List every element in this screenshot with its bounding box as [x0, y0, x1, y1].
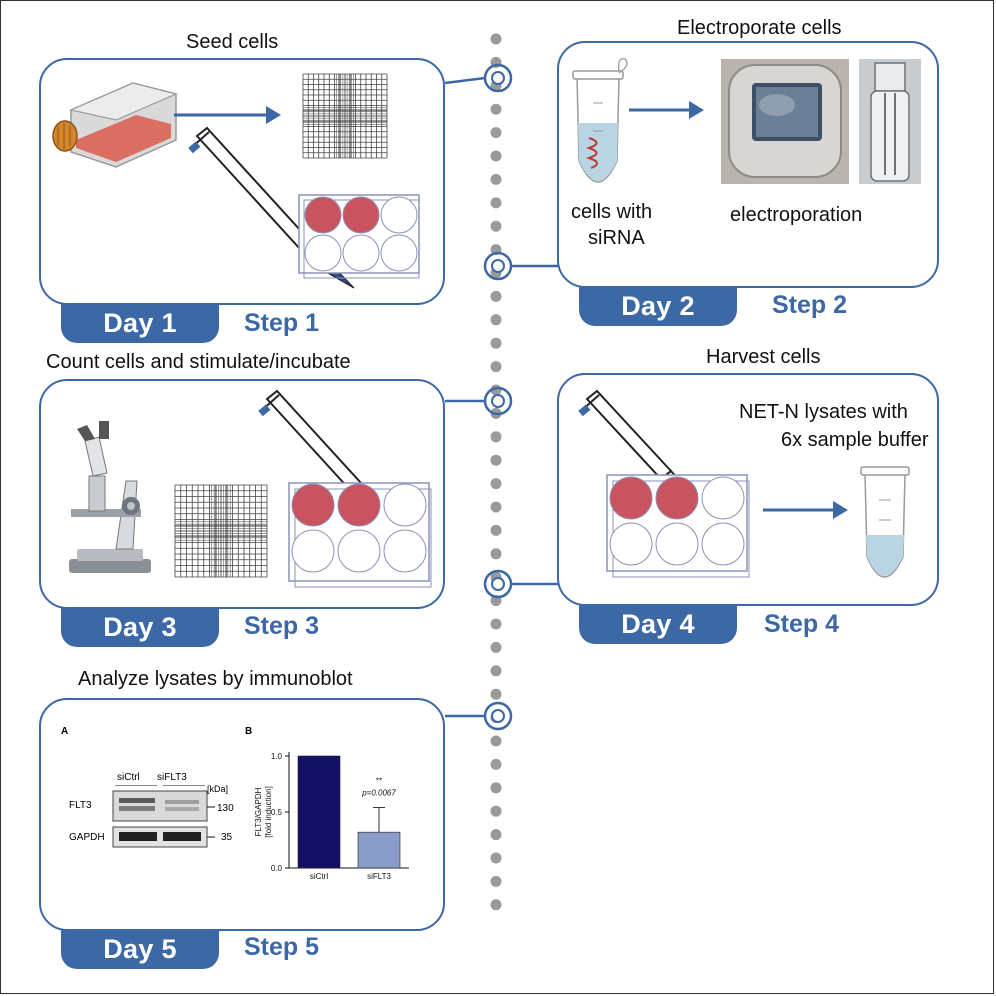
protein-label-flt3: FLT3: [69, 800, 92, 811]
timeline-dot: [490, 127, 502, 139]
counting-grid-icon: [302, 73, 388, 159]
electroporation-cuvette-icon: [859, 59, 921, 184]
stage-5-panel: A siCtrl siFLT3 [kDa] FLT3 GAPDH 130 35 …: [39, 698, 445, 931]
blot-panel-label: A: [61, 726, 69, 737]
p-value-label: p=0.0067: [361, 789, 396, 798]
stage-2-panel: [557, 41, 939, 288]
x-category-label: siFLT3: [367, 872, 391, 881]
timeline-dot: [490, 290, 502, 302]
y-tick-label: 0.0: [271, 864, 283, 873]
arrow-right-icon: [763, 501, 848, 519]
timeline-dot: [490, 782, 502, 794]
timeline-dot: [490, 337, 502, 349]
bar-siflt3: [357, 831, 401, 869]
x-category-label: siCtrl: [310, 872, 328, 881]
significance-marker: **: [376, 777, 382, 786]
timeline-dot: [490, 431, 502, 443]
stage-1-panel: [39, 58, 445, 305]
stage-1-title: Seed cells: [186, 31, 279, 53]
day-3-tab: Day 3: [61, 607, 219, 647]
timeline-dot: [490, 314, 502, 326]
step-3-label: Step 3: [244, 612, 320, 640]
y-tick-label: 1.0: [271, 752, 283, 761]
stage-4-title: Harvest cells: [706, 346, 821, 368]
lane-label-1: siCtrl: [117, 772, 140, 783]
step-4-label: Step 4: [764, 610, 840, 638]
day-4-tab: Day 4: [579, 604, 737, 644]
timeline-dot: [490, 618, 502, 630]
timeline-dot: [490, 829, 502, 841]
timeline-dot: [490, 665, 502, 677]
day-5-tab: Day 5: [61, 929, 219, 969]
stage-2-caption-left-1: cells with: [571, 201, 653, 223]
culture-flask-icon: [52, 82, 178, 168]
immunoblot-image: [112, 785, 215, 848]
timeline-dot: [490, 173, 502, 185]
stage-4-illustration: [578, 389, 910, 578]
arrow-right-icon: [629, 101, 704, 119]
timeline-dot: [490, 688, 502, 700]
step-1-label: Step 1: [244, 309, 320, 337]
stage-3-title: Count cells and stimulate/incubate: [46, 351, 351, 373]
lane-label-2: siFLT3: [157, 772, 187, 783]
stage-4-panel: [557, 373, 939, 606]
six-well-plate-icon: [298, 194, 420, 279]
timeline-dot: [490, 361, 502, 373]
stage-1-illustration: [52, 73, 420, 289]
counting-grid-icon: [174, 484, 268, 578]
stage-4-note-line-1: NET-N lysates with: [739, 401, 908, 423]
protein-label-gapdh: GAPDH: [69, 832, 105, 843]
timeline-dot: [490, 875, 502, 887]
six-well-plate-icon: [606, 474, 750, 578]
timeline-dot: [490, 33, 502, 45]
timeline-dots: [490, 33, 502, 911]
y-axis-label-line-2: [fold induction]: [264, 786, 273, 838]
stage-2-caption-left-2: siRNA: [588, 227, 645, 249]
six-well-plate-icon: [288, 482, 432, 588]
timeline-dot: [490, 899, 502, 911]
timeline-connectors: [444, 63, 559, 731]
kda-value-130: 130: [217, 803, 234, 814]
electroporator-device-icon: [721, 59, 849, 184]
y-axis-label-line-1: FLT3/GAPDH: [254, 787, 263, 836]
stage-2-title: Electroporate cells: [677, 17, 842, 39]
timeline-dot: [490, 501, 502, 513]
timeline-dot: [490, 852, 502, 864]
day-1-tab: Day 1: [61, 303, 219, 343]
bar-sictrl: [297, 755, 341, 869]
timeline-dot: [490, 735, 502, 747]
timeline-dot: [490, 805, 502, 817]
chart-panel-label: B: [245, 726, 253, 737]
timeline-dot: [490, 220, 502, 232]
connector-line-1: [444, 76, 486, 85]
stage-4-note-line-2: 6x sample buffer: [781, 429, 929, 451]
timeline-dot: [490, 478, 502, 490]
stage-5-title: Analyze lysates by immunoblot: [78, 668, 353, 690]
lysate-tube-icon: [860, 466, 910, 578]
kda-unit-label: [kDa]: [207, 784, 229, 794]
stage-2-illustration: [572, 58, 921, 184]
step-5-label: Step 5: [244, 933, 320, 961]
timeline-dot: [490, 150, 502, 162]
tube-with-sirna-icon: [572, 58, 628, 183]
error-bar: [373, 807, 385, 833]
stage-3-illustration: [69, 389, 432, 588]
timeline-dot: [490, 454, 502, 466]
y-tick-label: 0.5: [271, 808, 283, 817]
kda-value-35: 35: [221, 832, 233, 843]
timeline-dot: [490, 548, 502, 560]
timeline-dot: [490, 103, 502, 115]
timeline-dot: [490, 641, 502, 653]
day-2-tab: Day 2: [579, 286, 737, 326]
stage-3-panel: [39, 379, 445, 609]
timeline-dot: [490, 524, 502, 536]
microscope-icon: [69, 421, 151, 573]
timeline-dot: [490, 197, 502, 209]
timeline-dot: [490, 758, 502, 770]
step-2-label: Step 2: [772, 291, 848, 319]
stage-2-caption-right: electroporation: [730, 204, 863, 226]
arrow-right-icon: [174, 106, 281, 124]
